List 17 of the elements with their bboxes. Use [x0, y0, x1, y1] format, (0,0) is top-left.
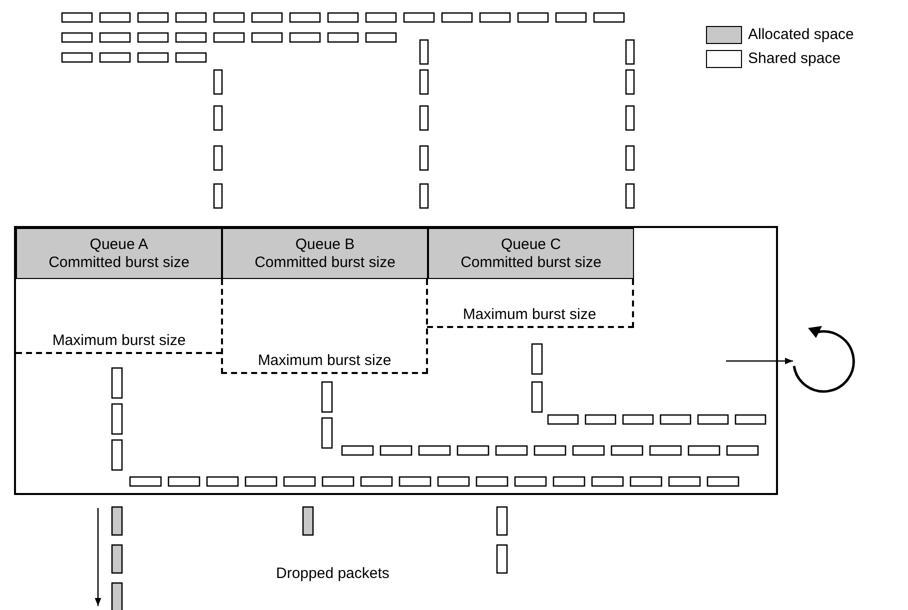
legend-label: Allocated space [748, 26, 854, 44]
burst-region: Maximum burst size [16, 279, 222, 354]
arrow [726, 358, 793, 364]
queue-box [16, 228, 222, 279]
burst-region: Maximum burst size [221, 279, 428, 374]
burst-size-label: Committed burst size [460, 254, 602, 272]
queue-name: Queue C [500, 236, 562, 254]
queue-name: Queue B [295, 236, 355, 254]
burst-size-label: Committed burst size [48, 254, 190, 272]
queue-name: Queue A [90, 236, 148, 254]
queue-box [428, 228, 634, 279]
buffer-box [14, 226, 778, 495]
caption-label: Dropped packets [276, 565, 390, 582]
legend-label: Shared space [748, 50, 841, 68]
queue-box [222, 228, 428, 279]
burst-size-label: Committed burst size [254, 254, 396, 272]
burst-region: Maximum burst size [427, 279, 634, 328]
